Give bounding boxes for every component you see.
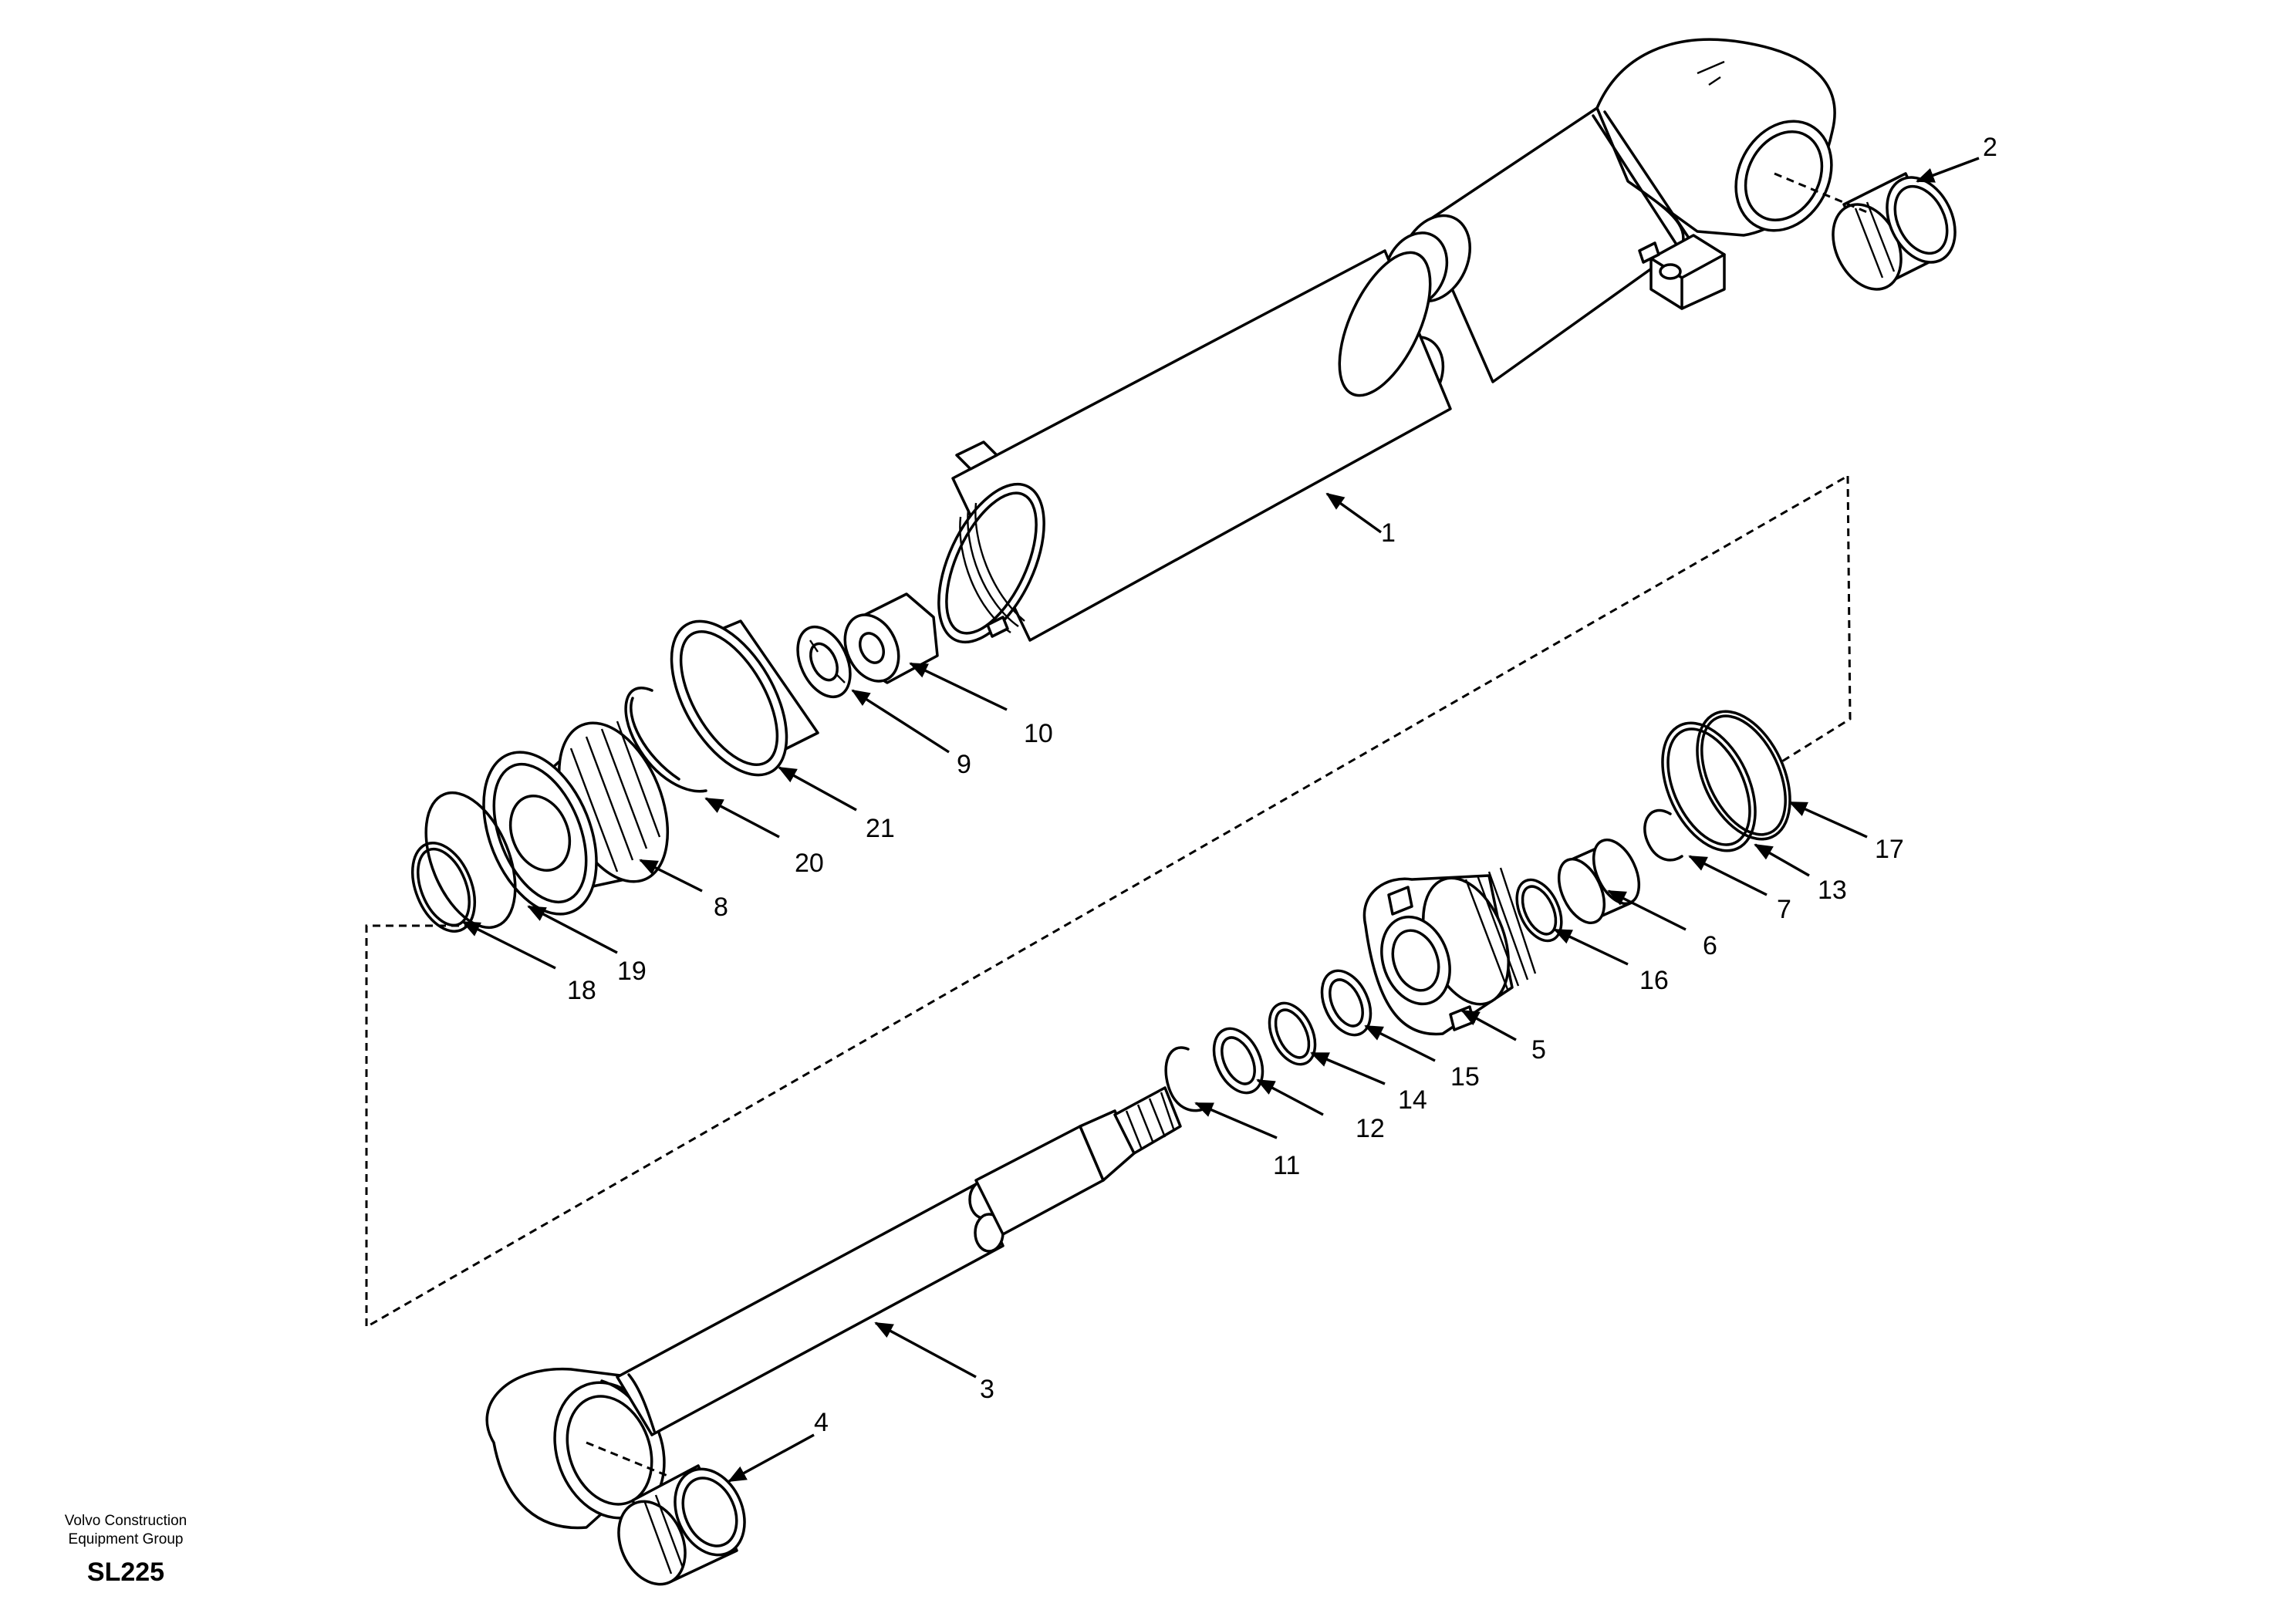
part-number-18: 18 bbox=[567, 976, 596, 1005]
part-number-21: 21 bbox=[866, 814, 895, 843]
drawing-footer: Volvo Construction Equipment Group SL225 bbox=[37, 1512, 214, 1588]
rod-bushing bbox=[617, 1464, 746, 1586]
company-name-line2: Equipment Group bbox=[68, 1531, 184, 1547]
part-number-13: 13 bbox=[1818, 876, 1847, 905]
leader-5 bbox=[1460, 1009, 1517, 1041]
piston-rod bbox=[485, 1086, 1182, 1530]
leader-14 bbox=[1310, 1051, 1386, 1085]
leader-15 bbox=[1364, 1024, 1436, 1062]
part-number-12: 12 bbox=[1356, 1114, 1385, 1143]
part-number-10: 10 bbox=[1024, 719, 1053, 748]
leader-1 bbox=[1325, 492, 1382, 534]
rod-bushing-centerline bbox=[586, 1441, 672, 1479]
part-number-6: 6 bbox=[1703, 931, 1717, 960]
bushing-centerline bbox=[1774, 172, 1868, 214]
part-number-14: 14 bbox=[1398, 1085, 1427, 1115]
part-number-7: 7 bbox=[1777, 895, 1791, 924]
leader-18 bbox=[461, 920, 556, 970]
leader-17 bbox=[1788, 801, 1868, 839]
leader-8 bbox=[639, 859, 703, 893]
part-number-20: 20 bbox=[795, 849, 824, 878]
leaders: 1 2 3 4 5 6 7 8 9 10 11 12 13 14 15 16 1… bbox=[461, 133, 1997, 1483]
rear-bushing bbox=[1832, 172, 1957, 291]
leader-7 bbox=[1688, 855, 1768, 896]
leader-16 bbox=[1553, 928, 1629, 966]
leader-21 bbox=[778, 766, 857, 812]
part-number-9: 9 bbox=[957, 750, 971, 779]
leader-11 bbox=[1194, 1102, 1278, 1139]
part-number-4: 4 bbox=[814, 1408, 829, 1437]
leader-6 bbox=[1607, 889, 1687, 931]
leader-19 bbox=[527, 905, 618, 954]
part-number-2: 2 bbox=[1983, 133, 1997, 162]
leader-13 bbox=[1754, 843, 1810, 877]
leader-9 bbox=[851, 689, 950, 754]
part-number-19: 19 bbox=[617, 957, 647, 986]
leader-20 bbox=[704, 797, 780, 839]
leader-4 bbox=[728, 1433, 815, 1483]
part-number-17: 17 bbox=[1875, 835, 1904, 864]
part-number-16: 16 bbox=[1639, 966, 1669, 995]
part-number-5: 5 bbox=[1531, 1035, 1546, 1065]
leader-10 bbox=[909, 662, 1008, 711]
part-number-11: 11 bbox=[1273, 1151, 1300, 1180]
part-number-3: 3 bbox=[980, 1375, 994, 1404]
part-number-8: 8 bbox=[714, 893, 728, 922]
piston-set bbox=[411, 592, 939, 933]
leader-2 bbox=[1916, 157, 1980, 183]
assembly-dashed-line bbox=[365, 474, 1852, 1329]
part-number-15: 15 bbox=[1450, 1062, 1480, 1092]
drawing-code: SL225 bbox=[86, 1558, 165, 1587]
leader-3 bbox=[874, 1321, 977, 1379]
part-number-1: 1 bbox=[1381, 518, 1396, 548]
cylinder-head bbox=[1362, 867, 1537, 1036]
company-name-line1: Volvo Construction bbox=[64, 1513, 187, 1529]
leader-12 bbox=[1256, 1078, 1324, 1116]
cylinder-tube bbox=[937, 38, 1836, 644]
